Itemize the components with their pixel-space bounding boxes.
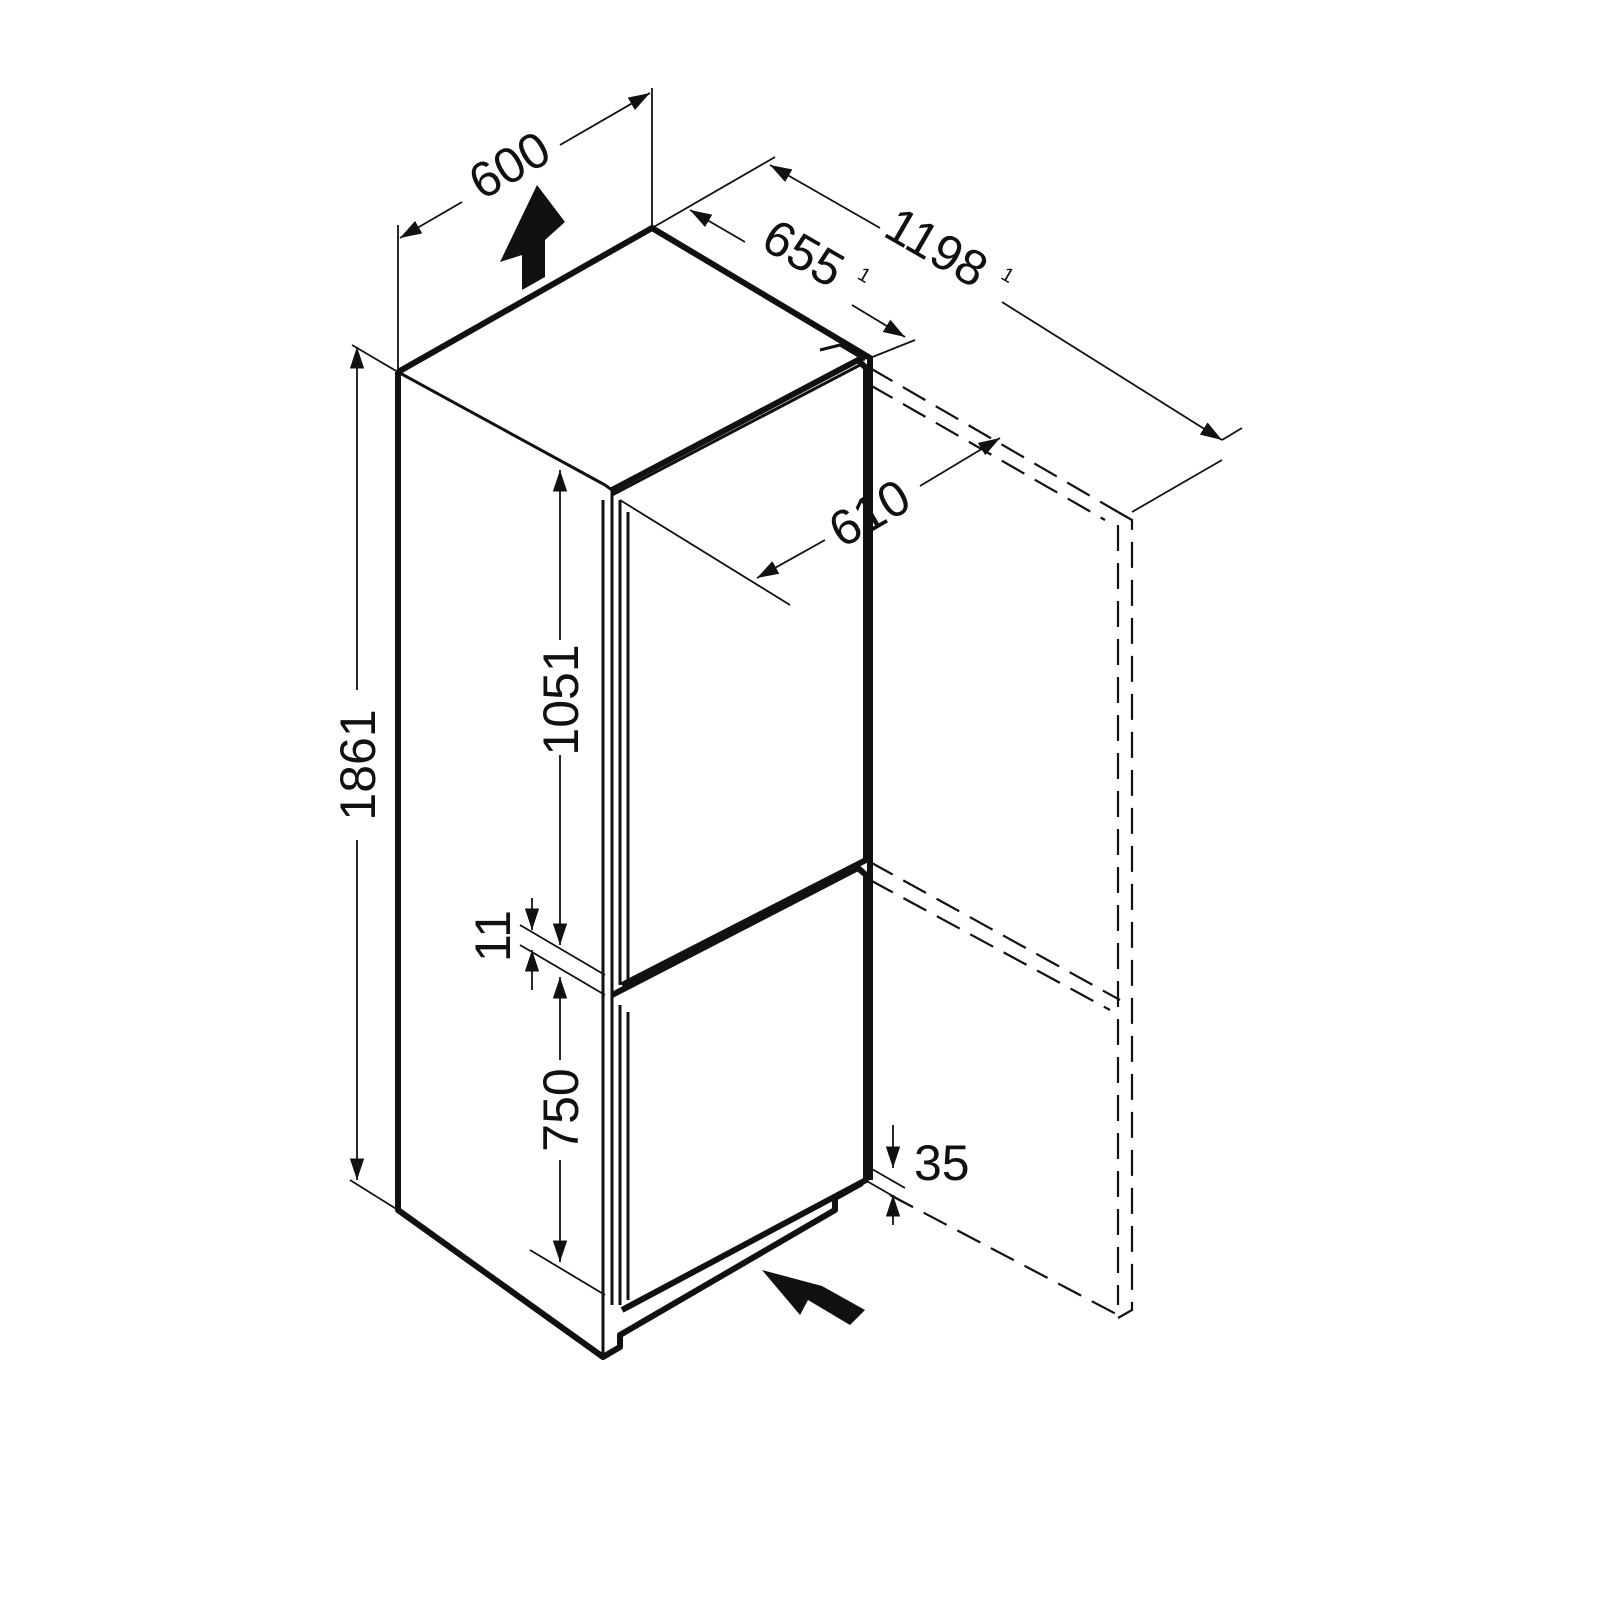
dim-fridge-door-label: 1051 [533,644,589,755]
dimension-lines [350,88,1242,1296]
airflow-out-arrow-up-icon [500,185,565,290]
dim-body-depth-label: 610 [819,468,919,558]
footnote-mark: 1 [997,263,1018,288]
dim-depth-door-label: 655 [753,208,853,298]
dim-plinth-label: 35 [914,1135,970,1191]
dim-gap-label: 11 [465,910,521,962]
dim-height-label: 1861 [330,709,386,820]
fridge-door-upper [610,343,869,988]
dim-depth-open-label: 1198 [876,196,997,298]
freezer-door-lower [610,865,869,1313]
footnote-mark: 1 [854,263,875,288]
airflow-in-arrow-icon [762,1270,865,1325]
dim-freezer-door-label: 750 [533,1068,589,1151]
